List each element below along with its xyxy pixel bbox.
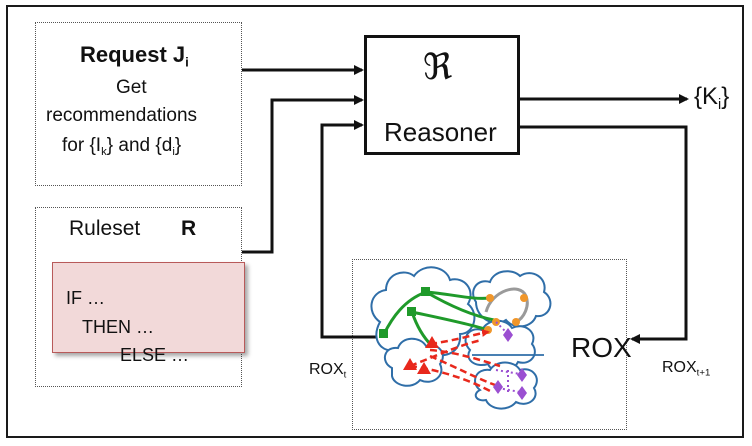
red-edges bbox=[409, 329, 501, 394]
green-node bbox=[421, 287, 430, 296]
green-edge-5 bbox=[411, 310, 489, 332]
diagram-frame bbox=[6, 5, 744, 438]
request-line-3-a: for {I bbox=[62, 135, 102, 156]
rox-in-sub: t bbox=[343, 369, 347, 381]
green-edge-3 bbox=[425, 290, 495, 322]
red-edge-5 bbox=[409, 338, 483, 368]
red-nodes bbox=[403, 336, 439, 374]
rule-then: THEN … bbox=[82, 317, 154, 337]
request-line-1: Get bbox=[116, 77, 147, 98]
output-label: {Ki} bbox=[694, 83, 730, 113]
green-nodes bbox=[379, 287, 430, 338]
purple-node bbox=[517, 368, 527, 382]
rule-if: IF … bbox=[66, 288, 105, 308]
request-title: Request Ji bbox=[80, 42, 189, 69]
rox-cloud-group bbox=[370, 266, 552, 410]
arrow-ruleset-reasoner bbox=[242, 95, 364, 254]
rox-in-label: ROXt bbox=[309, 361, 347, 381]
green-node bbox=[379, 329, 388, 338]
green-node bbox=[407, 307, 416, 316]
purple-edges bbox=[495, 321, 521, 393]
ruleset-label: Ruleset bbox=[69, 217, 141, 240]
request-title-text: Request J bbox=[80, 42, 186, 67]
purple-edge-2 bbox=[495, 369, 521, 375]
purple-node bbox=[493, 380, 503, 394]
request-line-3-b: } and {d bbox=[106, 135, 173, 156]
red-edge-4 bbox=[409, 364, 493, 394]
rule-else: ELSE … bbox=[120, 345, 190, 365]
rox-out-text: ROX bbox=[662, 359, 697, 376]
request-box bbox=[35, 22, 242, 186]
rule-card bbox=[52, 262, 245, 353]
cloud-bottom-right bbox=[474, 361, 538, 410]
red-edge-1 bbox=[429, 329, 490, 346]
green-edge-2 bbox=[425, 290, 491, 300]
red-edge-2 bbox=[429, 348, 501, 368]
orange-node bbox=[512, 318, 520, 326]
output-sub: i bbox=[718, 97, 722, 114]
red-node bbox=[425, 336, 439, 348]
cloud-top-right bbox=[472, 270, 552, 328]
red-node bbox=[417, 362, 431, 374]
purple-nodes bbox=[493, 328, 527, 400]
ruleset-symbol: R bbox=[181, 217, 197, 240]
arrow-reasoner-rox bbox=[520, 125, 688, 344]
rox-out-label: ROXt+1 bbox=[662, 359, 711, 379]
rox-label: ROX bbox=[571, 332, 632, 363]
orange-node bbox=[486, 294, 494, 302]
reasoner-symbol: ℜ bbox=[423, 47, 453, 88]
output-close: } bbox=[721, 83, 730, 110]
request-line-3-sub-i: i bbox=[172, 145, 175, 158]
request-title-sub: i bbox=[185, 54, 189, 70]
rox-in-text: ROX bbox=[309, 361, 344, 378]
rox-out-sub: t+1 bbox=[696, 367, 711, 379]
arrow-rox-reasoner bbox=[320, 120, 378, 339]
request-line-2: recommendations bbox=[46, 105, 198, 126]
rox-box bbox=[352, 259, 627, 430]
orange-nodes bbox=[484, 294, 528, 334]
reasoner-box bbox=[364, 35, 520, 155]
reasoner-label: Reasoner bbox=[384, 117, 497, 147]
purple-node bbox=[503, 328, 513, 342]
request-line-3: for {Ik} and {di} bbox=[62, 135, 182, 158]
output-text: {K bbox=[694, 83, 719, 110]
purple-node bbox=[517, 386, 527, 400]
request-line-3-sub-k: k bbox=[101, 145, 107, 158]
red-node bbox=[403, 358, 417, 370]
request-line-3-c: } bbox=[174, 135, 182, 156]
red-edge-3 bbox=[429, 354, 499, 388]
orange-node bbox=[520, 294, 528, 302]
